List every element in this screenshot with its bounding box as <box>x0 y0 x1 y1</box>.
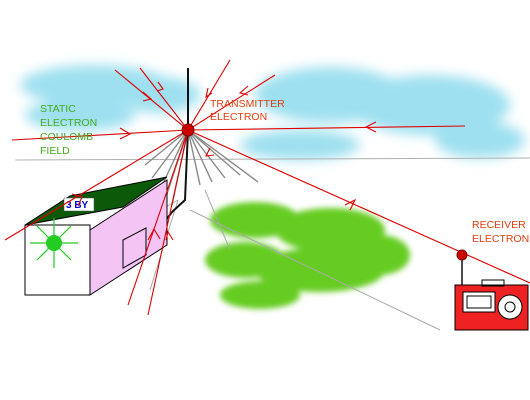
grass-patch <box>205 202 410 309</box>
field-line <box>4 129 189 241</box>
radio-dial-inner <box>466 295 492 309</box>
house-window <box>122 227 147 269</box>
transmitter-electron <box>181 123 195 137</box>
static-field-line-4: FIELD <box>40 145 70 157</box>
field-line <box>187 129 530 284</box>
field-arrow <box>119 127 132 140</box>
transmitter-label-line-1: TRANSMITTER <box>210 98 285 110</box>
field-arrow <box>142 91 153 102</box>
field-line <box>187 125 466 131</box>
receiver-label-line-2: ELECTRON <box>472 233 529 245</box>
field-line <box>187 74 276 131</box>
field-arrow <box>238 85 249 96</box>
radio-speaker <box>497 294 523 320</box>
house-roof <box>24 176 168 226</box>
radio-speaker-cone <box>504 301 516 313</box>
house: 3 BY <box>24 176 168 296</box>
receiver-label-line-1: RECEIVER <box>472 219 526 231</box>
field-arrow <box>344 198 357 211</box>
field-line <box>147 129 189 316</box>
field-arrow <box>205 147 215 157</box>
radio-receiver <box>454 255 529 331</box>
radio-dial <box>462 291 496 313</box>
house-light-bulb <box>46 235 62 251</box>
field-arrow <box>71 193 83 207</box>
static-field-line-1: STATIC <box>40 103 76 115</box>
field-arrow <box>165 230 174 241</box>
field-arrows <box>71 81 377 241</box>
field-arrow <box>205 87 213 99</box>
static-field-line-2: ELECTRON <box>40 117 97 129</box>
field-arrow <box>147 227 161 241</box>
horizon-line <box>14 157 530 161</box>
sky-clouds <box>20 65 525 160</box>
receiver-electron <box>456 249 468 261</box>
radio-handle <box>481 279 505 287</box>
field-arrow <box>364 121 377 133</box>
transmitter-label-line-2: ELECTRON <box>210 111 267 123</box>
static-field-label: STATIC ELECTRON COULOMB FIELD <box>40 103 97 157</box>
house-front-wall <box>24 224 91 296</box>
field-line <box>139 67 189 131</box>
field-arrow <box>156 81 164 92</box>
field-lines <box>4 59 530 316</box>
field-line <box>127 129 189 306</box>
receiver-label: RECEIVER ELECTRON <box>472 219 529 245</box>
transmitter-label: TRANSMITTER ELECTRON <box>210 98 285 123</box>
house-sign-text: 3 BY <box>66 200 89 211</box>
field-line <box>11 129 189 141</box>
field-line <box>114 69 189 131</box>
static-field-line-3: COULOMB <box>40 131 93 143</box>
